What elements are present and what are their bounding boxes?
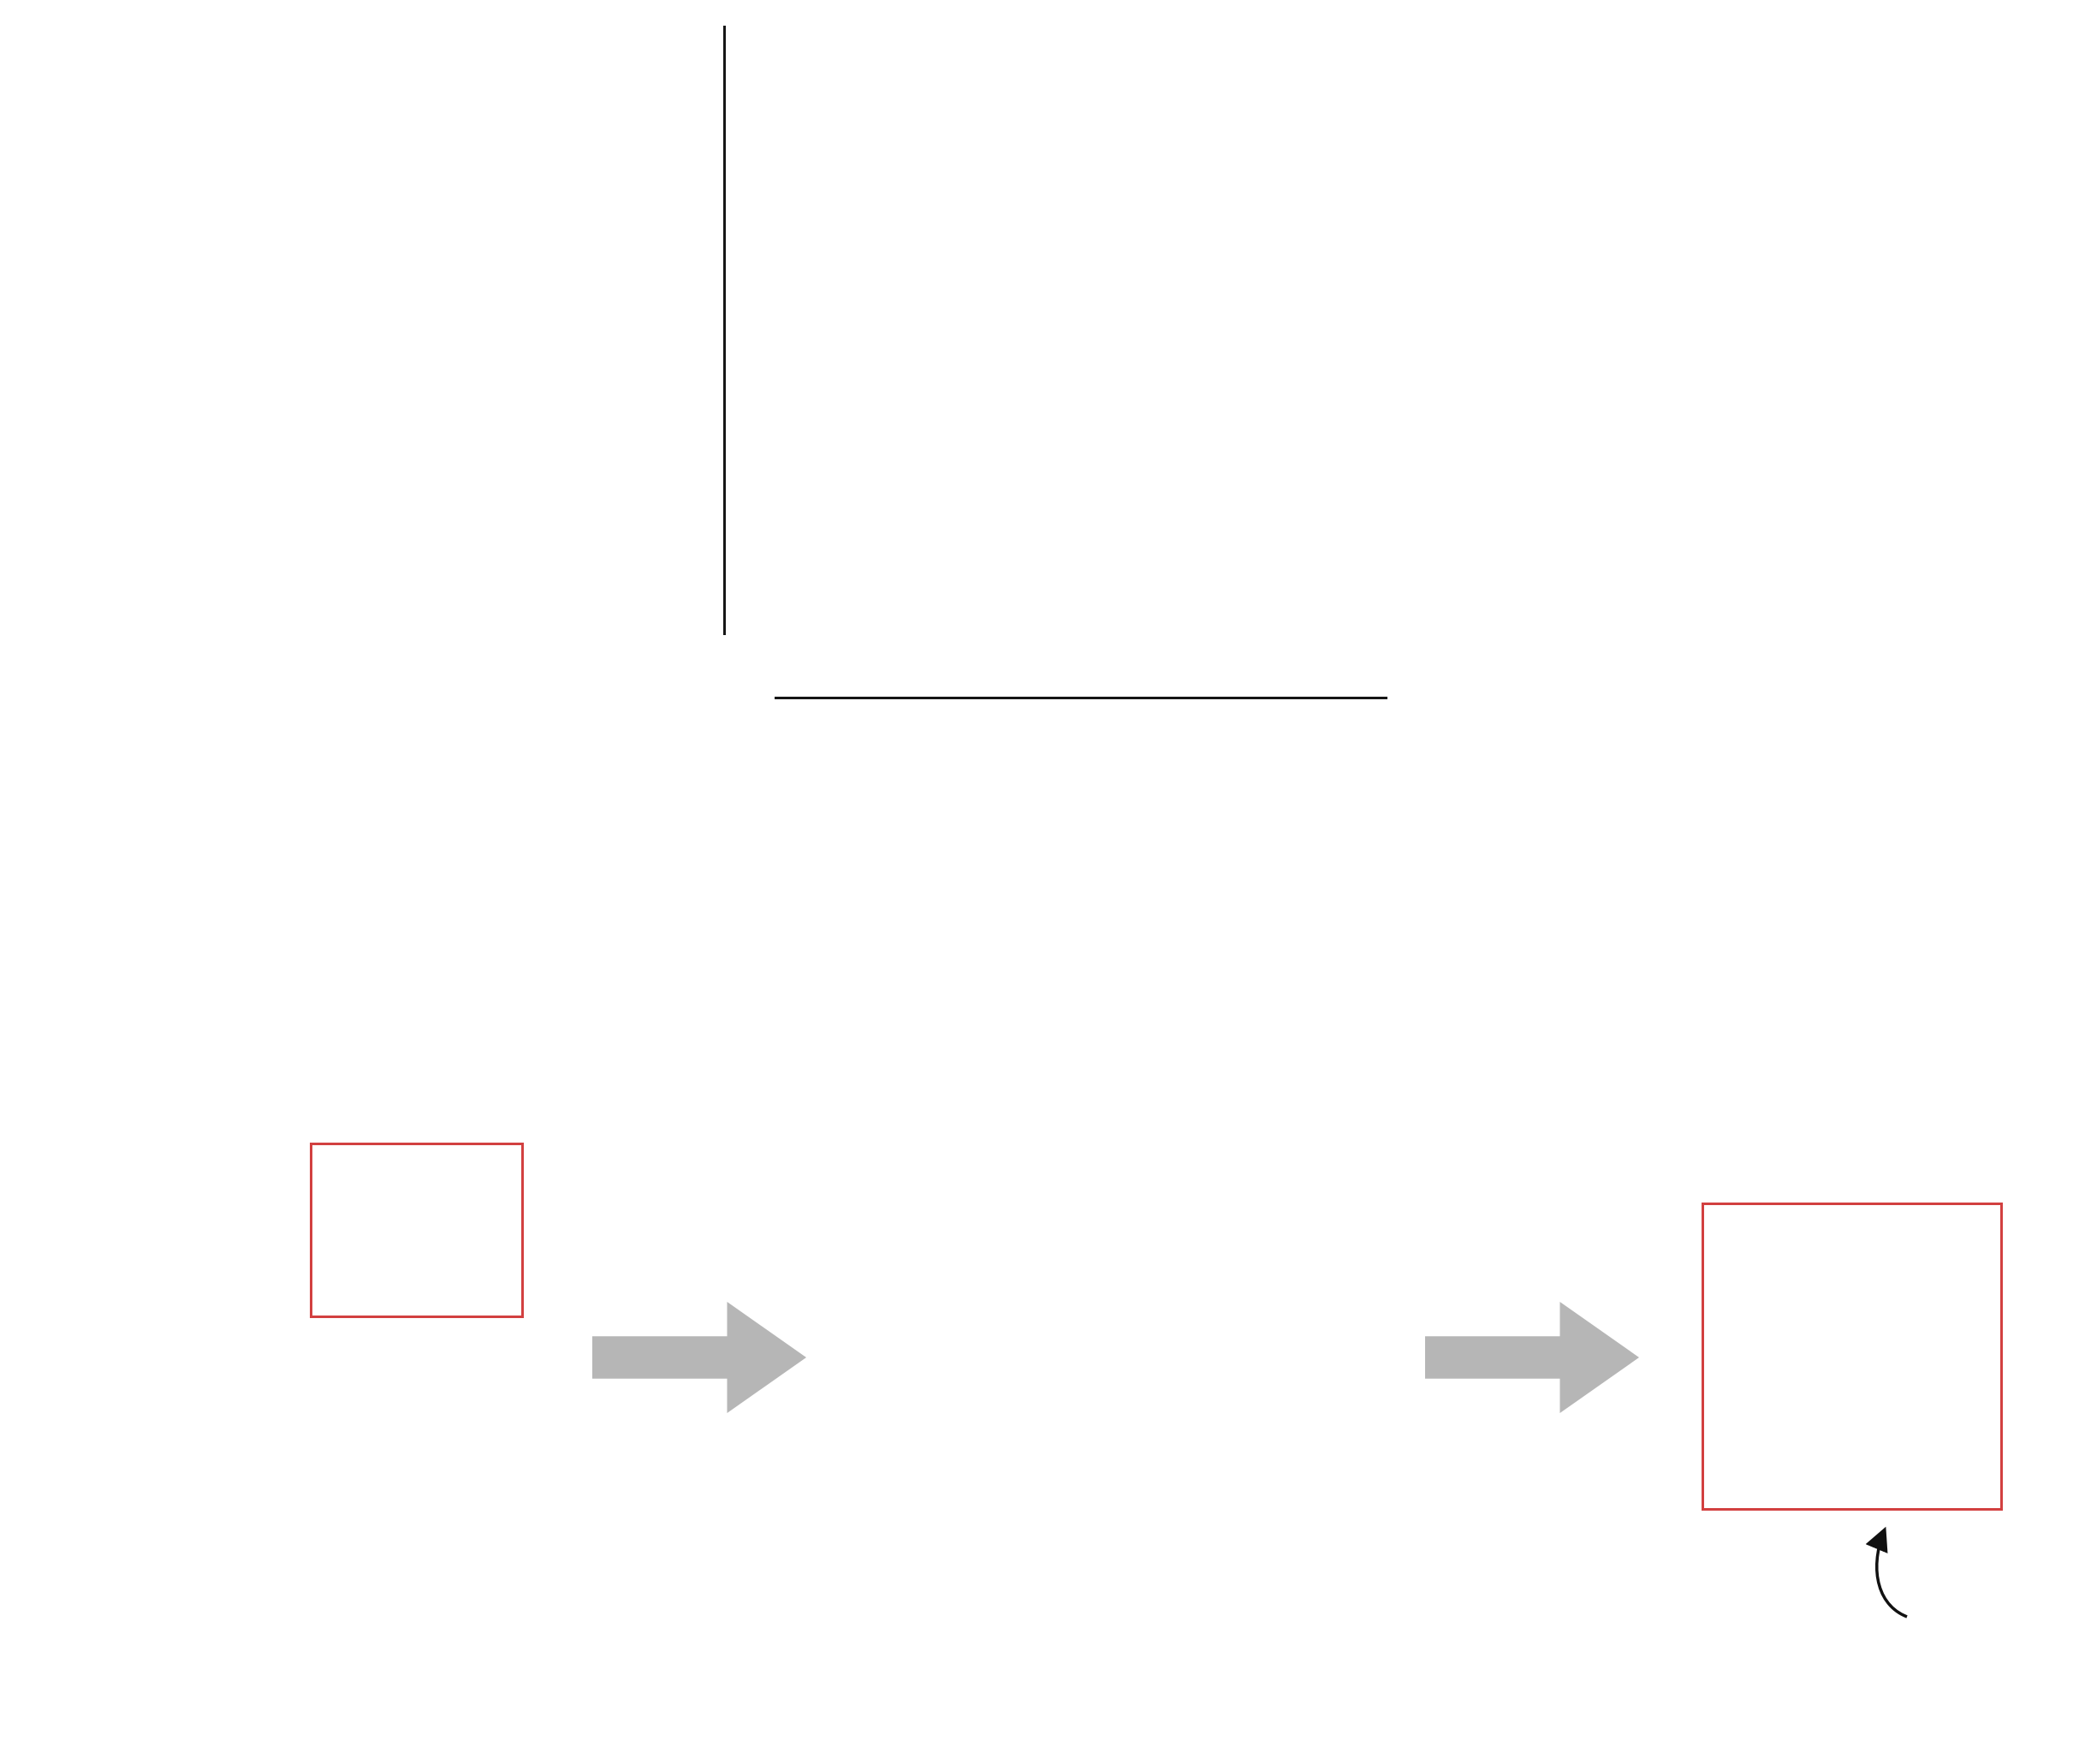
model-response-canvas-vertical — [1149, 1149, 1357, 1310]
model-response-image-horizontal — [1149, 1398, 1357, 1558]
vertical-grating-image — [310, 1143, 524, 1318]
horizontal-grating-image — [310, 1398, 524, 1573]
horizontal-grating-canvas — [310, 1398, 524, 1573]
model-response-canvas-horizontal — [1149, 1398, 1357, 1558]
legend-line-samples — [1414, 58, 1619, 113]
vertical-grating-canvas — [312, 1145, 521, 1316]
x-axis-line — [775, 697, 1387, 699]
curved-annotation-arrow-icon — [1865, 1526, 1908, 1618]
difference-map-canvas — [1704, 1205, 2000, 1508]
right-arrow-icon — [592, 1302, 806, 1413]
filter-bank-grid — [866, 1148, 1042, 1173]
right-arrow-icon — [1425, 1302, 1639, 1413]
coherence-quiver-plot — [753, 17, 1421, 668]
difference-map-image — [1702, 1203, 2003, 1511]
y-axis-line — [723, 26, 726, 635]
model-response-image-vertical — [1149, 1149, 1357, 1310]
